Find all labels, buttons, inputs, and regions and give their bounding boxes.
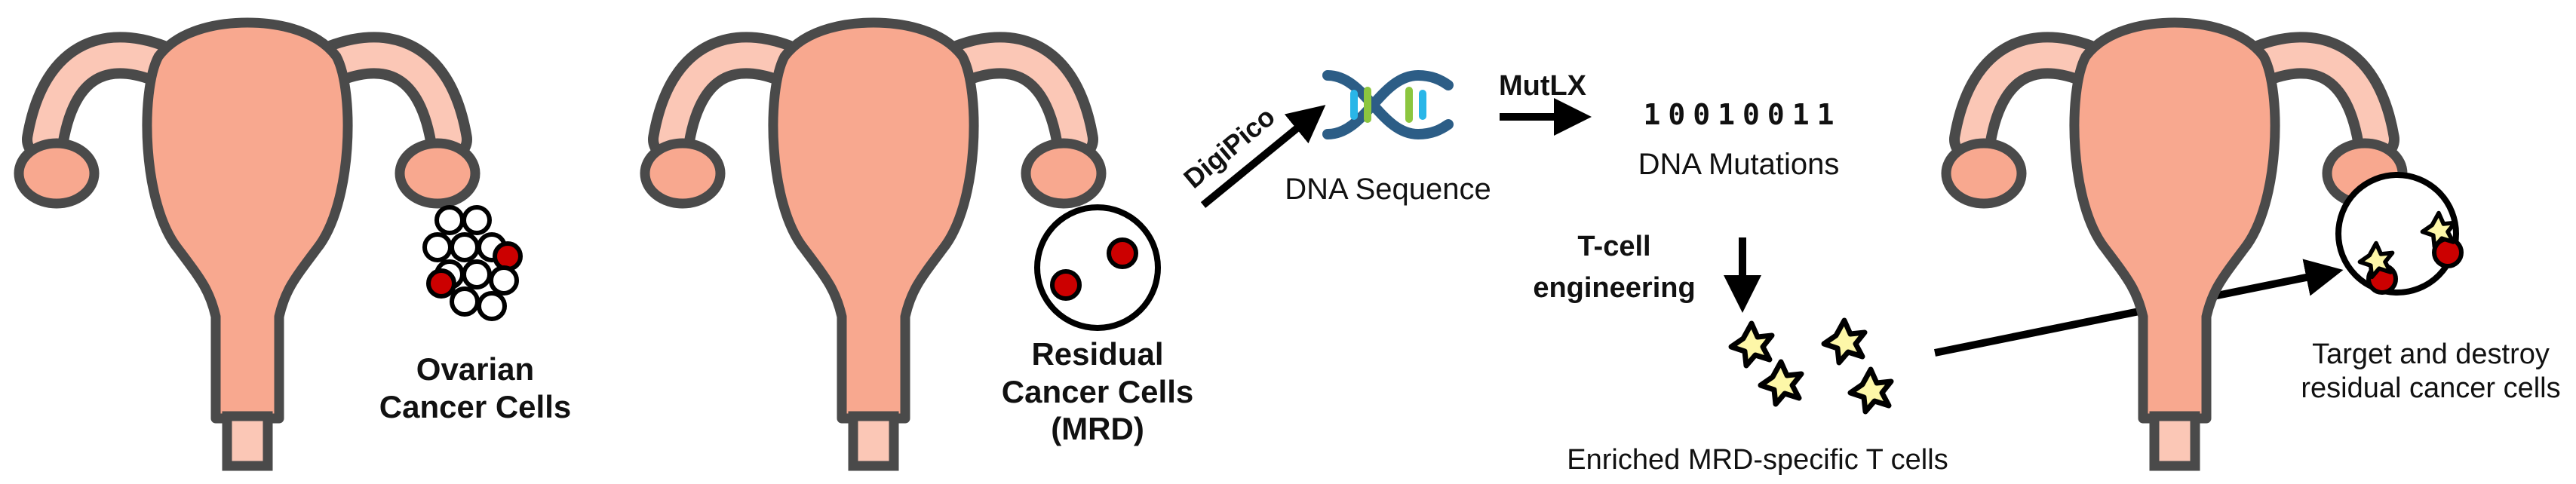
enriched-tcells-label: Enriched MRD-specific T cells bbox=[1567, 444, 1948, 476]
t-cell-star bbox=[1850, 369, 1891, 412]
t-cell-delivery-arrow bbox=[1934, 259, 2344, 357]
cancer-cell bbox=[477, 291, 507, 321]
dna-mutations-label: DNA Mutations bbox=[1638, 148, 1840, 181]
tcell-engineering-label: T-cell engineering bbox=[1533, 231, 1696, 305]
cancer-cell bbox=[450, 232, 480, 262]
cancer-cell bbox=[493, 241, 523, 271]
cancer-cell bbox=[426, 268, 456, 299]
target-cancer-circle bbox=[2335, 172, 2464, 296]
cancer-cell bbox=[422, 232, 453, 262]
dna-sequence-label: DNA Sequence bbox=[1285, 173, 1491, 206]
target-destroy-label: Target and destroy residual cancer cells bbox=[2301, 338, 2561, 404]
engineered-t-cells bbox=[1731, 320, 1891, 412]
residual-cancer-label: Residual Cancer Cells (MRD) bbox=[1001, 336, 1194, 447]
ovarian-cancer-label: Ovarian Cancer Cells bbox=[379, 351, 572, 424]
t-cell-star bbox=[1761, 362, 1801, 404]
binary-mutations: 10010011 bbox=[1643, 98, 1842, 131]
residual-cancer-circle bbox=[1034, 204, 1161, 331]
t-cell-star bbox=[1824, 320, 1865, 363]
ovarian-cancer-cluster bbox=[422, 205, 523, 321]
digipico-arrow bbox=[1200, 105, 1326, 208]
cancer-cell bbox=[462, 205, 492, 235]
cancer-cell bbox=[434, 205, 465, 235]
t-cell-star bbox=[1731, 323, 1772, 366]
residual-cancer-cell bbox=[1050, 269, 1082, 301]
mutlx-label: MutLX bbox=[1498, 70, 1587, 102]
cancer-cell bbox=[489, 265, 519, 296]
residual-cancer-cell bbox=[1107, 237, 1138, 269]
cancer-cell bbox=[462, 259, 492, 289]
cancer-cell bbox=[450, 286, 480, 317]
dna-icon bbox=[1322, 69, 1454, 140]
